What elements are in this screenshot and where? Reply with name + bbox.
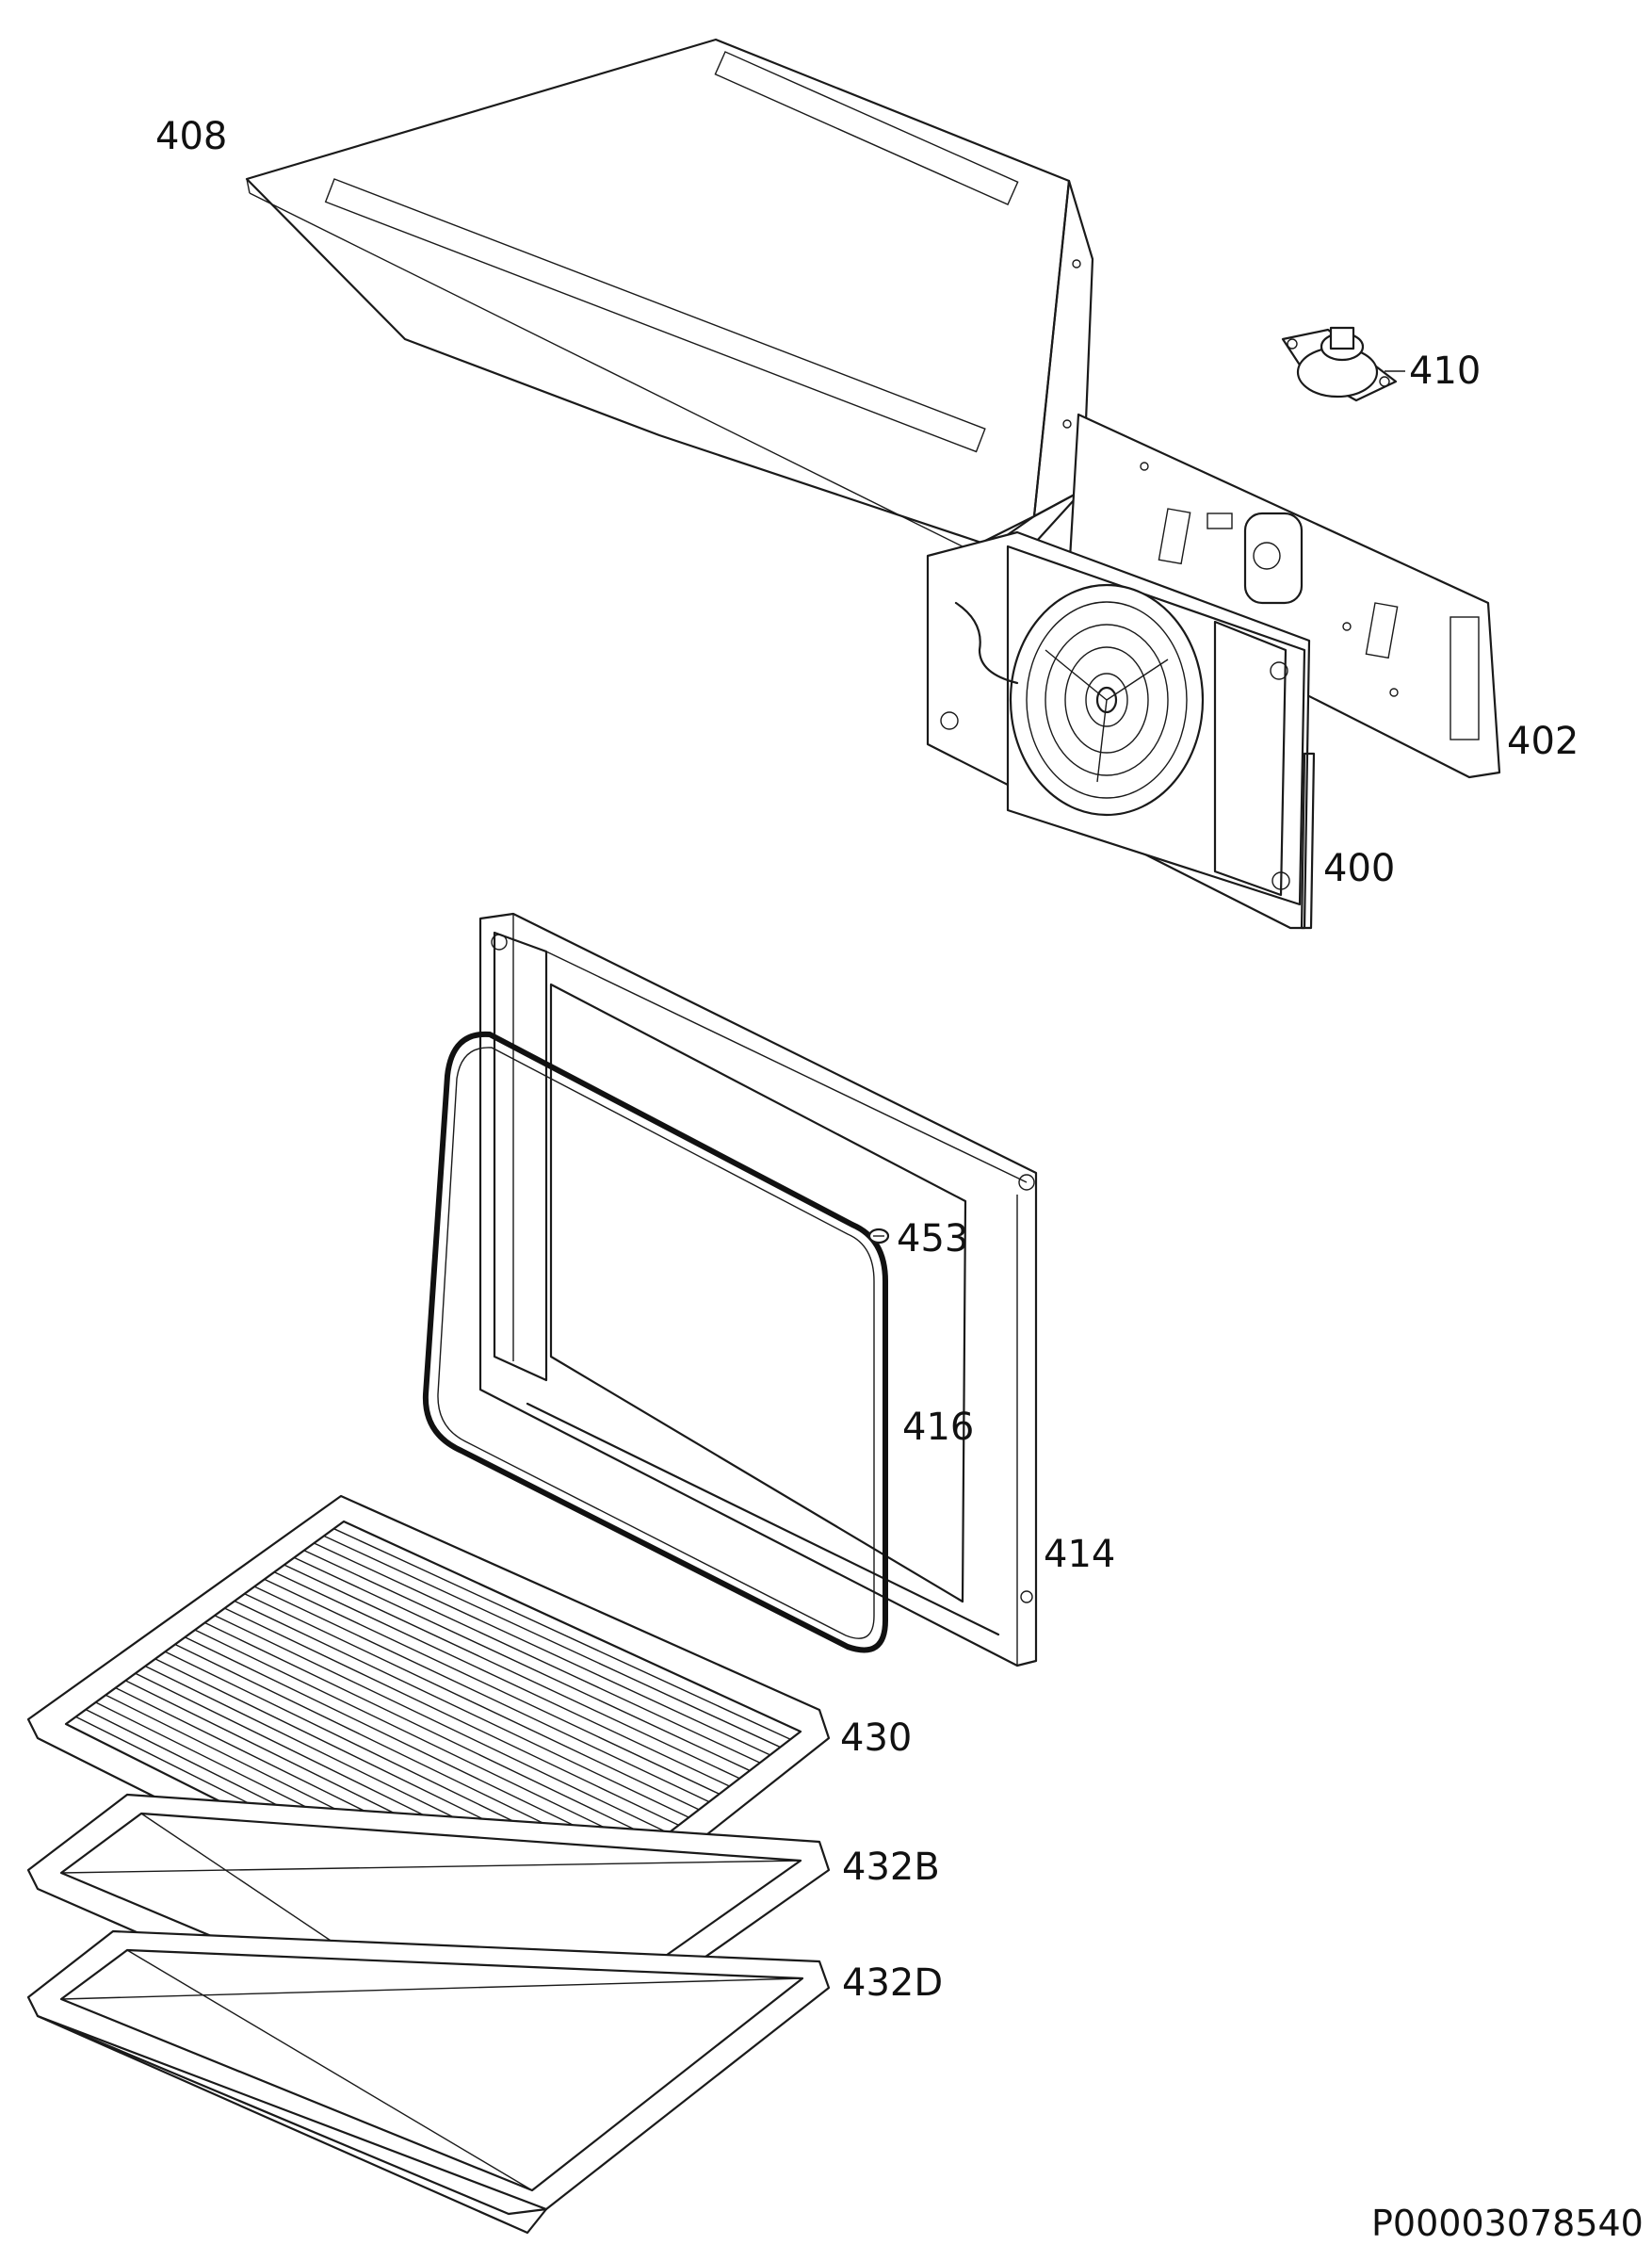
shelf-wire-rod: [204, 1621, 659, 1842]
part-453-screw: [867, 1228, 890, 1244]
shelf-wire-rod: [194, 1629, 649, 1849]
shelf-wire-rod: [234, 1600, 689, 1818]
part-402-rear-bracket: [1067, 413, 1501, 779]
shelf-wire-rod: [333, 1528, 791, 1740]
part-414-door-frame: [478, 912, 1038, 1667]
label-402: 402: [1507, 720, 1579, 763]
document-code: P00003078540: [1371, 2203, 1644, 2244]
part-416-door-gasket: [422, 1031, 888, 1653]
shelf-wire-rod: [214, 1615, 670, 1834]
shelf-wire-rod: [323, 1535, 781, 1749]
label-430: 430: [840, 1716, 912, 1760]
shelf-wire-rod: [253, 1586, 710, 1803]
shelf-wire-rod: [185, 1636, 639, 1858]
shelf-wire-rod: [283, 1564, 740, 1780]
shelf-wire-rod: [314, 1542, 770, 1756]
shelf-wire-rod: [244, 1593, 700, 1811]
part-410-motor-mount: [1281, 326, 1405, 402]
label-432b: 432B: [842, 1846, 940, 1889]
shelf-wire-rod: [273, 1571, 730, 1787]
label-410: 410: [1409, 350, 1481, 393]
label-400: 400: [1323, 847, 1395, 890]
label-414: 414: [1044, 1533, 1115, 1576]
label-432d: 432D: [842, 1961, 943, 2005]
label-453: 453: [897, 1217, 968, 1261]
label-408: 408: [155, 115, 227, 158]
shelf-wire-rod: [224, 1607, 679, 1827]
part-408-top-panel: [245, 38, 1094, 557]
shelf-wire-rod: [264, 1578, 721, 1795]
part-400-fan-back-panel: [926, 530, 1316, 930]
shelf-wire-rod: [294, 1556, 751, 1772]
part-432d-deep-tray: [26, 1929, 831, 2235]
shelf-wire-rod: [303, 1550, 761, 1764]
label-416: 416: [902, 1406, 974, 1449]
